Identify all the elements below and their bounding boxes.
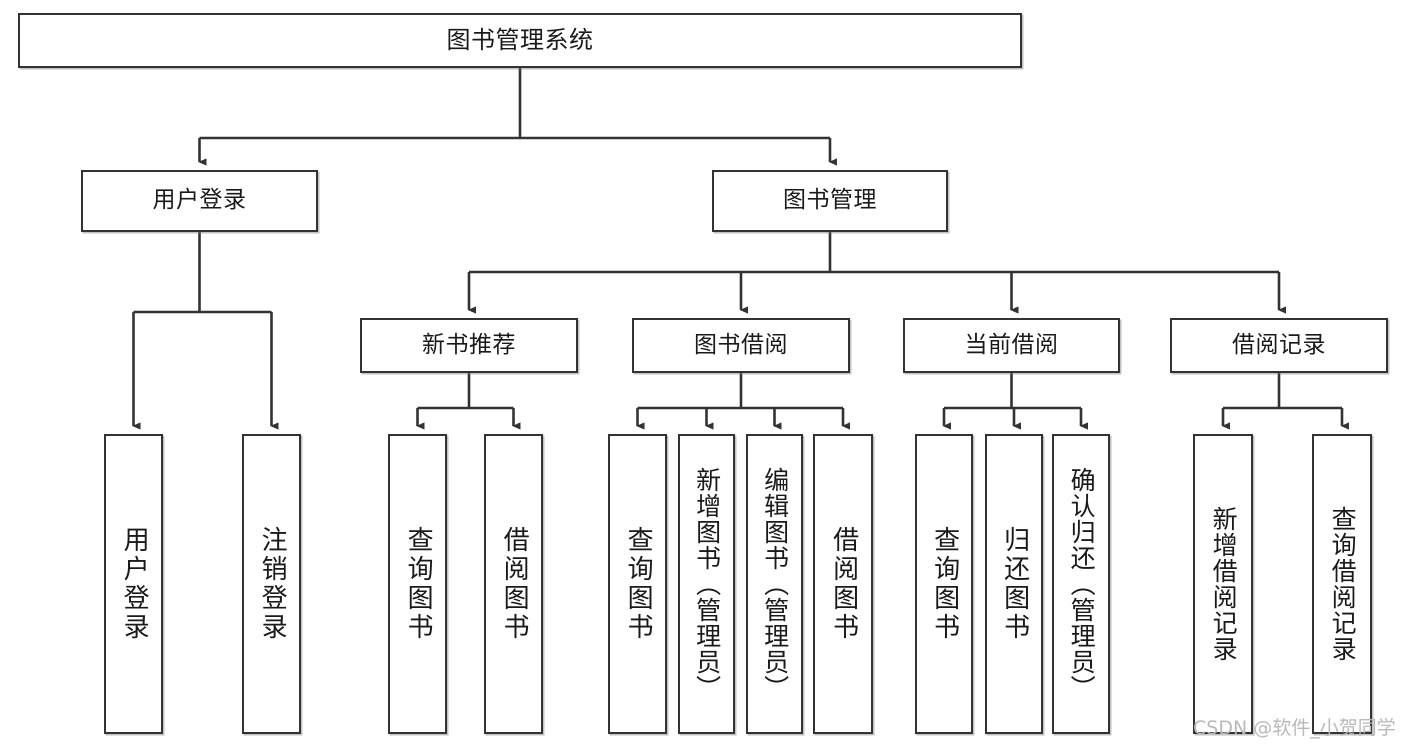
node-confirm-return[interactable]: 确认归还（管理员）: [1052, 434, 1110, 734]
node-query-book-1-label: 查询图书: [403, 526, 434, 642]
node-new-book-recommend-label: 新书推荐: [422, 331, 516, 358]
node-book-borrow[interactable]: 图书借阅: [632, 318, 850, 373]
node-add-borrow-record[interactable]: 新增借阅记录: [1193, 434, 1253, 734]
node-add-book-label: 新增图书（管理员）: [692, 467, 722, 701]
node-user-login-do-label: 用户登录: [119, 526, 150, 642]
node-current-borrow[interactable]: 当前借阅: [903, 318, 1120, 373]
node-new-book-recommend[interactable]: 新书推荐: [360, 318, 578, 373]
node-query-borrow-record-label: 查询借阅记录: [1328, 506, 1358, 662]
node-confirm-return-label: 确认归还（管理员）: [1067, 467, 1097, 701]
csdn-watermark: CSDN @软件_小贺同学: [1193, 717, 1396, 739]
node-query-book-2-label: 查询图书: [623, 526, 654, 642]
node-query-book-3[interactable]: 查询图书: [915, 434, 973, 734]
node-user-logout[interactable]: 注销登录: [242, 434, 301, 734]
node-book-manage[interactable]: 图书管理: [712, 170, 948, 232]
node-query-book-3-label: 查询图书: [929, 526, 960, 642]
node-borrow-book-1-label: 借阅图书: [499, 526, 530, 642]
node-edit-book-label: 编辑图书（管理员）: [760, 467, 790, 701]
node-return-book[interactable]: 归还图书: [985, 434, 1043, 734]
node-borrow-book-1[interactable]: 借阅图书: [484, 434, 543, 734]
node-user-login[interactable]: 用户登录: [81, 170, 318, 232]
node-query-borrow-record[interactable]: 查询借阅记录: [1312, 434, 1372, 734]
node-return-book-label: 归还图书: [999, 526, 1030, 642]
node-root[interactable]: 图书管理系统: [18, 13, 1022, 68]
node-borrow-book-2-label: 借阅图书: [828, 526, 859, 642]
node-book-borrow-label: 图书借阅: [694, 331, 788, 358]
node-user-logout-label: 注销登录: [257, 526, 288, 642]
node-query-book-1[interactable]: 查询图书: [388, 434, 447, 734]
node-query-book-2[interactable]: 查询图书: [608, 434, 667, 734]
node-add-book[interactable]: 新增图书（管理员）: [678, 434, 735, 734]
node-current-borrow-label: 当前借阅: [964, 331, 1059, 358]
node-borrow-book-2[interactable]: 借阅图书: [813, 434, 873, 734]
node-edit-book[interactable]: 编辑图书（管理员）: [746, 434, 803, 734]
node-book-manage-label: 图书管理: [783, 187, 877, 214]
node-borrow-record-label: 借阅记录: [1232, 331, 1326, 358]
node-borrow-record[interactable]: 借阅记录: [1170, 318, 1388, 373]
node-user-login-do[interactable]: 用户登录: [104, 434, 163, 734]
node-add-borrow-record-label: 新增借阅记录: [1209, 506, 1239, 662]
node-user-login-label: 用户登录: [152, 187, 247, 214]
node-root-label: 图书管理系统: [446, 26, 594, 55]
